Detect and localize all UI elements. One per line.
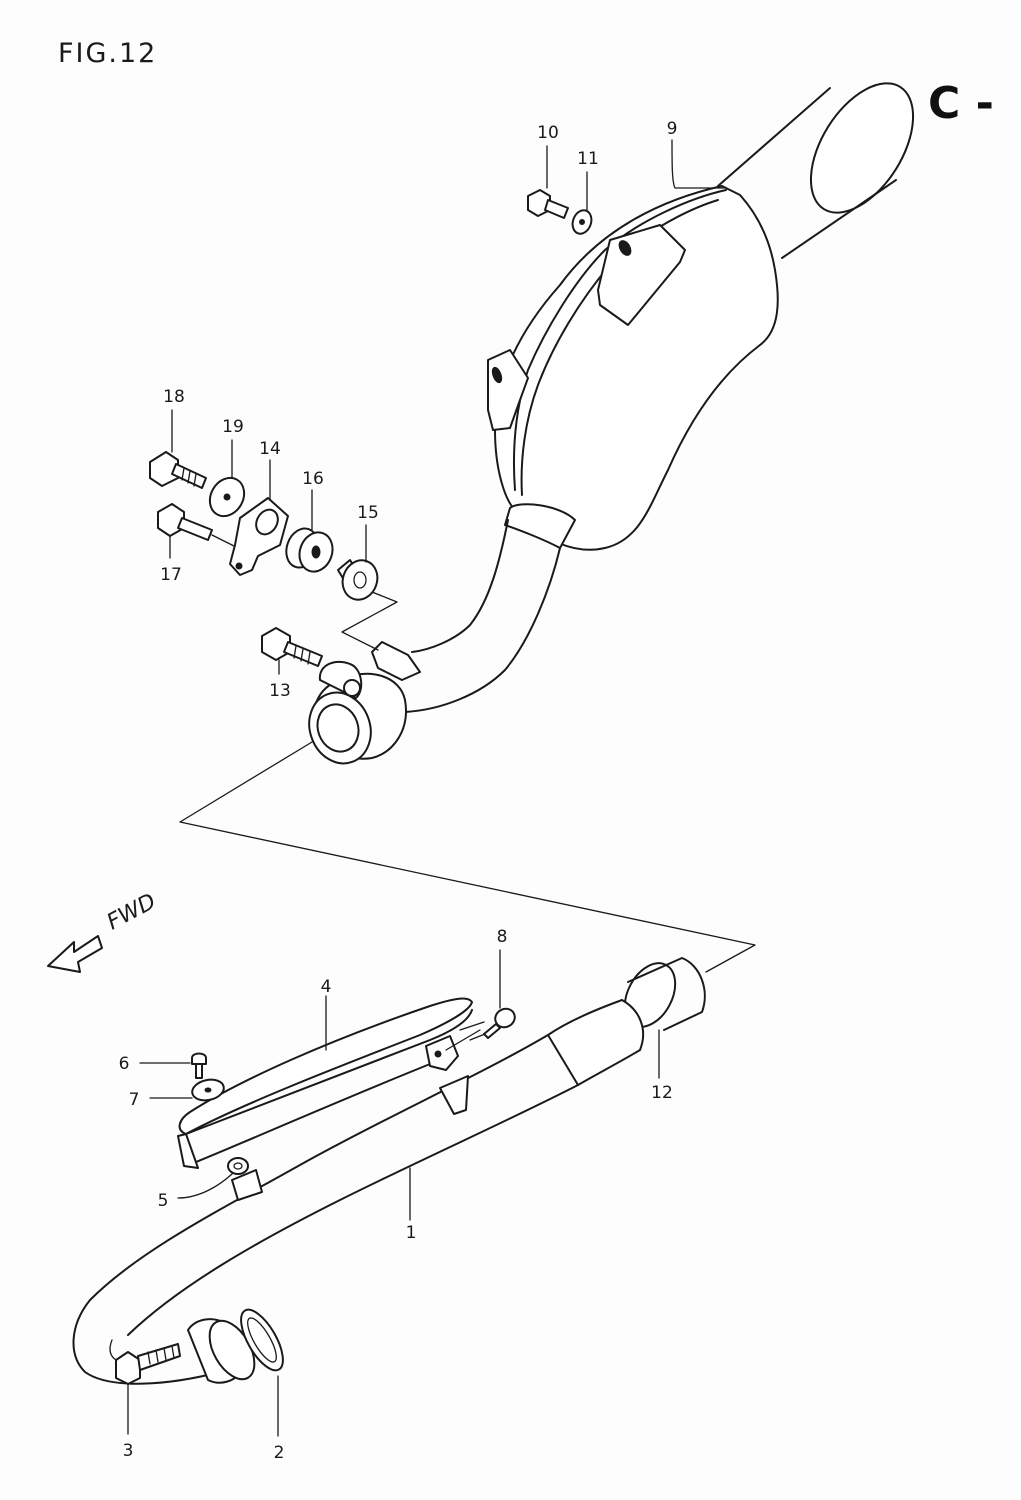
figure-title: FIG.12 (58, 38, 157, 69)
washer-5 (227, 1157, 249, 1175)
bolt-18 (149, 451, 207, 489)
callout-15: 15 (357, 503, 379, 523)
callout-11: 11 (577, 149, 599, 169)
callout-3: 3 (123, 1441, 134, 1461)
bracket-14 (229, 497, 289, 576)
heat-protector-4 (177, 997, 491, 1201)
callout-13: 13 (269, 681, 291, 701)
washer-11 (571, 209, 593, 235)
callout-19: 19 (222, 417, 244, 437)
washer-7 (191, 1078, 225, 1102)
washer-19 (208, 476, 246, 518)
callout-7: 7 (129, 1090, 140, 1110)
forward-label: FWD (103, 889, 160, 935)
exhaust-pipe (72, 957, 706, 1385)
forward-direction-indicator: FWD (47, 889, 160, 973)
callout-12: 12 (651, 1083, 673, 1103)
muffler (308, 82, 915, 765)
connection-leader (179, 741, 756, 973)
forward-arrow-icon (47, 935, 103, 973)
leader-15-to-clamp (341, 591, 398, 651)
callout-5: 5 (158, 1191, 169, 1211)
callout-10: 10 (537, 123, 559, 143)
screw-8 (483, 1007, 516, 1039)
callout-16: 16 (302, 469, 324, 489)
callout-9: 9 (667, 119, 678, 139)
callout-2: 2 (274, 1443, 285, 1463)
callout-14: 14 (259, 439, 281, 459)
bolt-17 (157, 503, 235, 547)
leader-lines (127, 139, 725, 1437)
screw-6 (191, 1052, 207, 1079)
callout-4: 4 (321, 977, 332, 997)
collar-15 (337, 559, 379, 601)
callout-18: 18 (163, 387, 185, 407)
callout-6: 6 (119, 1054, 130, 1074)
bolt-13 (261, 627, 323, 667)
section-mark: C - (928, 78, 994, 129)
callout-1: 1 (406, 1223, 417, 1243)
grommet-16 (285, 527, 334, 573)
bolt-10 (527, 189, 569, 219)
callout-17: 17 (160, 565, 182, 585)
callout-8: 8 (497, 927, 508, 947)
